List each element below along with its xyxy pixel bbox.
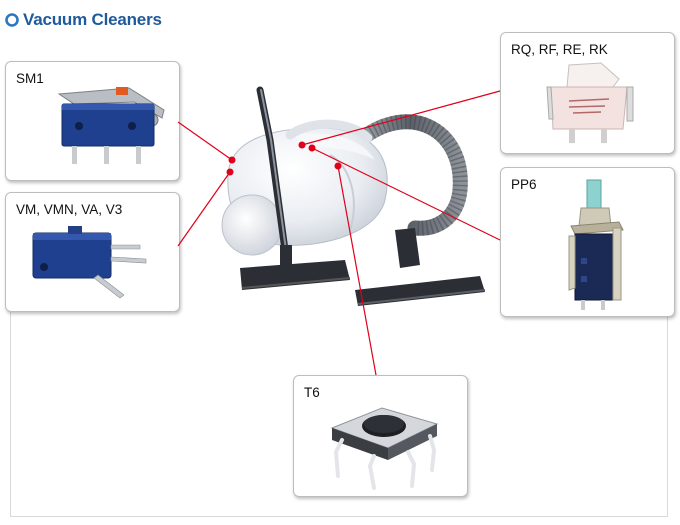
marker-dot — [334, 162, 342, 170]
part-label: RQ, RF, RE, RK — [511, 42, 608, 57]
part-card-sm1[interactable]: SM1 — [5, 61, 180, 181]
marker-dot — [228, 156, 236, 164]
part-label: VM, VMN, VA, V3 — [16, 202, 123, 217]
section-title: Vacuum Cleaners — [5, 8, 162, 32]
leader-line-vm — [177, 171, 231, 247]
part-card-rq-rf-re-rk[interactable]: RQ, RF, RE, RK — [500, 32, 675, 154]
marker-dot — [226, 168, 234, 176]
leader-line-rq — [301, 90, 501, 146]
part-card-t6[interactable]: T6 — [293, 375, 468, 497]
micro-switch-lever-icon — [57, 87, 165, 164]
push-power-switch-icon — [568, 179, 624, 310]
tact-switch-icon — [330, 407, 439, 490]
leader-line-pp6 — [311, 147, 501, 241]
marker-dot — [308, 144, 316, 152]
ring-bullet-icon — [5, 13, 19, 27]
leader-line-sm1 — [177, 121, 233, 161]
part-card-pp6[interactable]: PP6 — [500, 167, 675, 317]
marker-dot — [298, 141, 306, 149]
part-card-vm-vmn-va-v3[interactable]: VM, VMN, VA, V3 — [5, 192, 180, 312]
micro-switch-icon — [32, 226, 147, 299]
part-label: SM1 — [16, 71, 44, 86]
part-label: T6 — [304, 385, 320, 400]
leader-line-t6 — [337, 165, 377, 376]
cord-reel-switch-icon — [546, 62, 634, 143]
page-title: Vacuum Cleaners — [23, 10, 162, 29]
part-label: PP6 — [511, 177, 537, 192]
